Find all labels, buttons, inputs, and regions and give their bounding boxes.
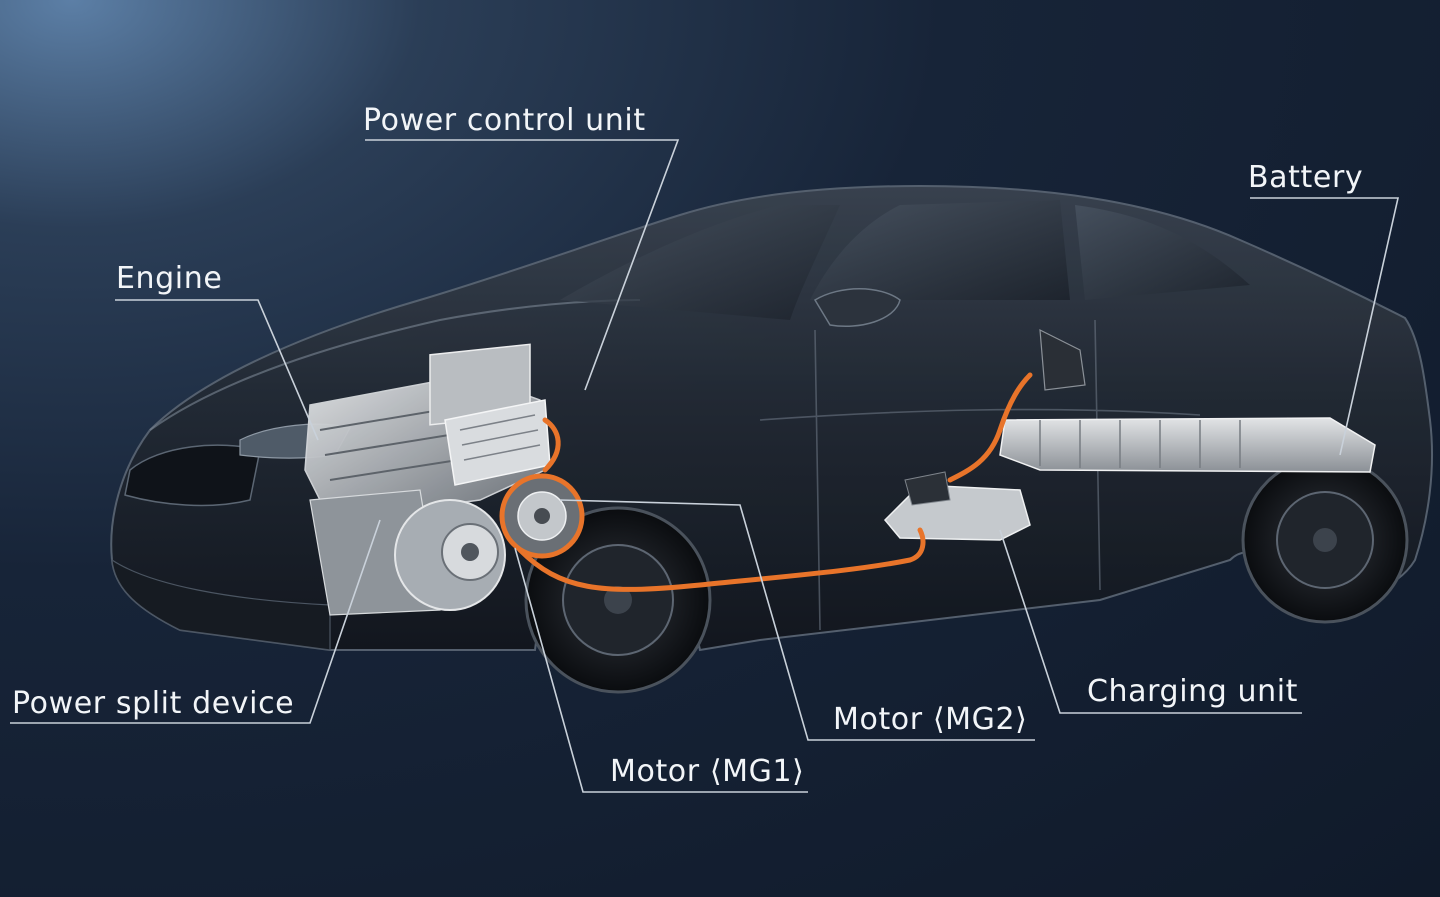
label-battery: Battery (1248, 163, 1363, 193)
label-motor-mg1: Motor ⟨MG1⟩ (610, 757, 804, 787)
label-motor-mg2: Motor ⟨MG2⟩ (833, 705, 1027, 735)
label-engine: Engine (116, 264, 222, 294)
label-power-split-device: Power split device (12, 689, 294, 719)
label-charging-unit: Charging unit (1087, 677, 1298, 707)
power-split-component (310, 490, 505, 615)
rear-wheel (1243, 458, 1407, 622)
motor-component (502, 476, 582, 556)
label-power-control-unit: Power control unit (363, 106, 646, 136)
